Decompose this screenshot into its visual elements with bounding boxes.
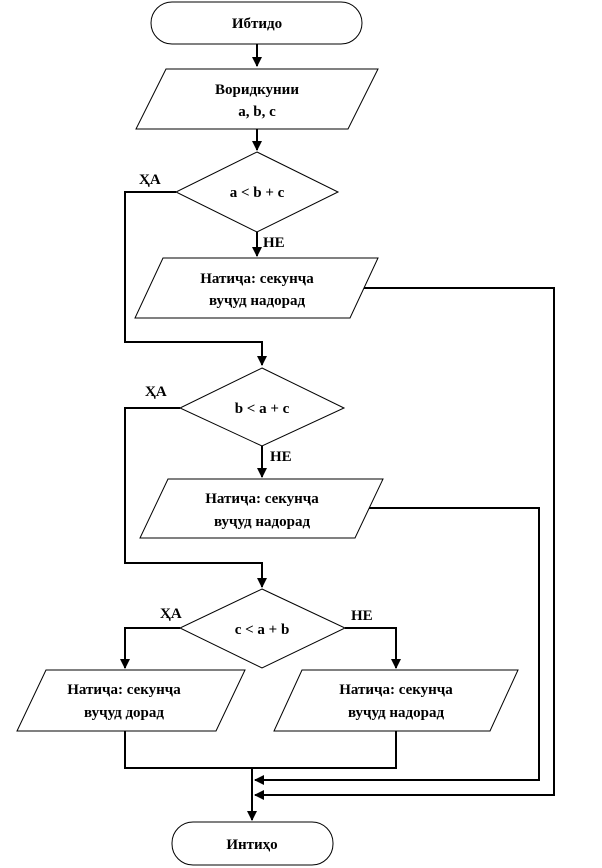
decision3-text: c < a + b (235, 622, 290, 638)
connector-decision2-yes (124, 407, 267, 588)
output1-line1: Натиҷа: секунҷа (200, 271, 314, 287)
decision1: a < b + c ҲА НЕ (139, 151, 340, 251)
connector-decision3-yes (120, 627, 180, 669)
output-no-line2: вуҷуд надорад (348, 705, 445, 721)
output2-block: Натиҷа: секунҷа вуҷуд надорад (139, 478, 384, 539)
output2-line2: вуҷуд надорад (214, 514, 311, 530)
connectors (120, 44, 555, 821)
output-no-block: Натиҷа: секунҷа вуҷуд надорад (273, 669, 519, 732)
decision2-yes-label: ҲА (145, 384, 167, 400)
connector-output-yes-to-merge (124, 731, 397, 769)
output-no-line1: Натиҷа: секунҷа (339, 682, 453, 698)
decision1-yes-label: ҲА (139, 172, 161, 188)
output-yes-line1: Натиҷа: секунҷа (67, 682, 181, 698)
decision1-no-label: НЕ (263, 235, 285, 251)
connector-output1-to-end (254, 287, 555, 800)
input-label-line1: Воридкунии (215, 82, 299, 98)
end-label: Интиҳо (226, 837, 277, 853)
decision3-no-label: НЕ (351, 608, 373, 624)
output2-line1: Натиҷа: секунҷа (205, 491, 319, 507)
input-label-line2: a, b, c (238, 104, 276, 120)
input-block: Воридкунии a, b, c (135, 68, 379, 130)
connector-output2-to-end (254, 507, 540, 785)
decision2-no-label: НЕ (270, 449, 292, 465)
output-yes-block: Натиҷа: секунҷа вуҷуд дорад (16, 669, 246, 732)
end-terminal: Интиҳо (171, 821, 334, 866)
connector-decision1-yes (124, 191, 267, 366)
output1-block: Натиҷа: секунҷа вуҷуд надорад (134, 257, 379, 319)
decision3-yes-label: ҲА (160, 606, 182, 622)
decision2-text: b < a + c (235, 401, 290, 417)
output1-line2: вуҷуд надорад (209, 293, 306, 309)
start-label: Ибтидо (232, 16, 282, 32)
decision1-text: a < b + c (230, 185, 285, 201)
decision3: c < a + b ҲА НЕ (160, 588, 373, 669)
connector-decision3-no (345, 627, 401, 669)
output-yes-line2: вуҷуд дорад (84, 705, 164, 721)
start-terminal: Ибтидо (150, 1, 363, 45)
decision2: b < a + c ҲА НЕ (145, 367, 346, 465)
